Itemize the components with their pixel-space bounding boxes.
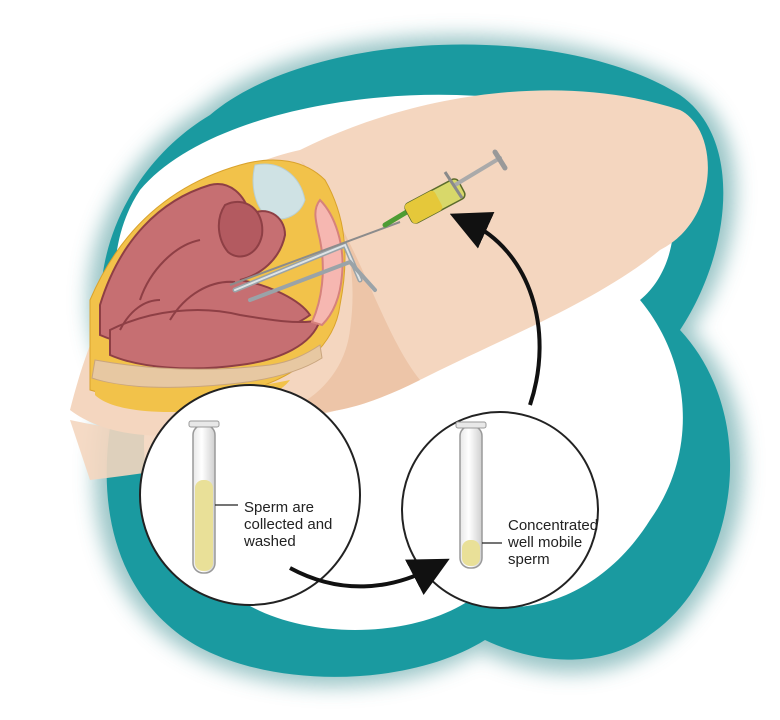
sperm-sample-right (462, 540, 480, 566)
arrow-wash-to-concentrate (289, 558, 450, 595)
syringe (382, 149, 508, 228)
collected-label-line2: collected and (244, 516, 333, 533)
concentrated-label-line3: sperm (508, 551, 550, 568)
collected-label: Sperm are collected and washed (244, 499, 364, 550)
concentrated-label-line1: Concentrated (508, 517, 599, 534)
arrow-concentrate-to-syringe (449, 212, 542, 406)
collected-label-line1: Sperm are (244, 499, 315, 516)
concentrated-label-line2: well mobile (508, 534, 583, 551)
sperm-sample-left (195, 480, 213, 571)
concentrated-sperm-circle (401, 411, 599, 609)
pelvic-cross-section (89, 159, 401, 412)
collected-label-line3: washed (244, 533, 296, 550)
concentrated-label: Concentrated well mobile sperm (508, 517, 628, 568)
collected-sperm-circle (139, 384, 361, 606)
